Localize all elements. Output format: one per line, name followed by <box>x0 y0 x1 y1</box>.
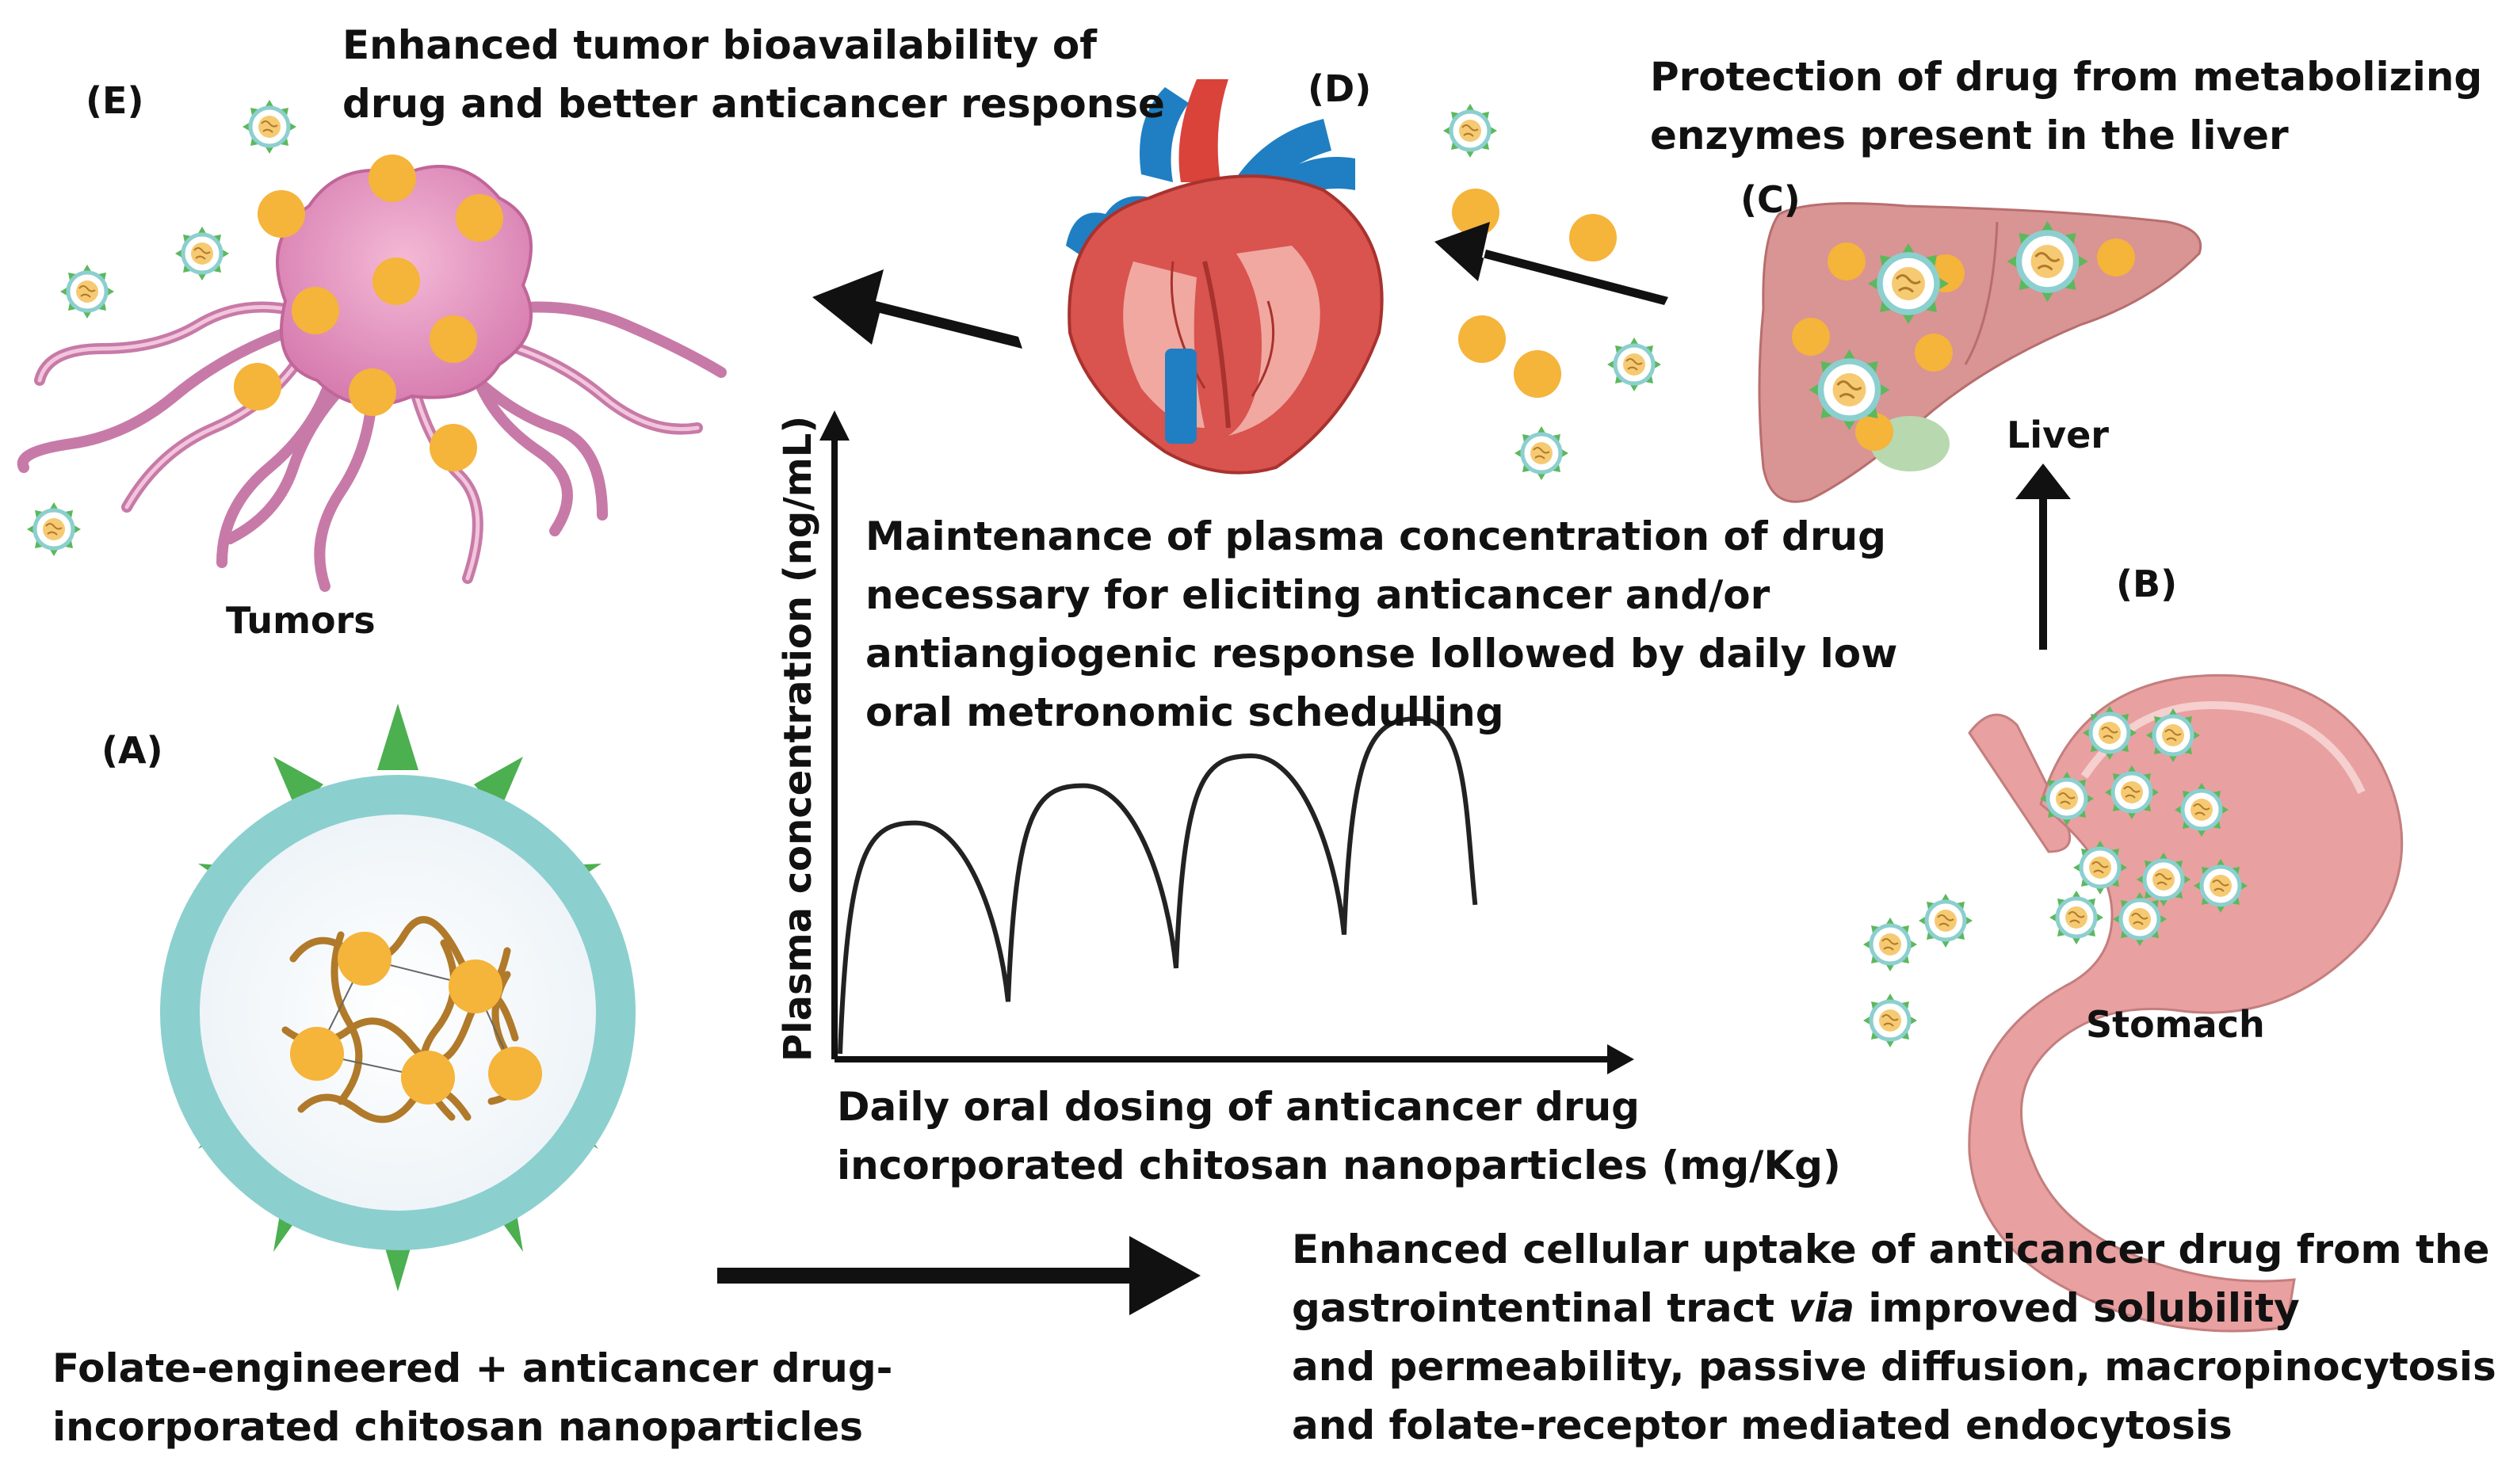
chart-y-axis-arrowhead <box>819 410 850 441</box>
plasma-concentration-chart <box>819 410 1634 1074</box>
uptake-line2-post: improved solubility <box>1854 1285 2300 1331</box>
tumor-nanoparticle <box>60 265 114 319</box>
liver-illustration <box>1758 202 2202 503</box>
chart-x-axis-label: Daily oral dosing of anticancer drug inc… <box>837 1078 1841 1195</box>
tumor-organ-label: Tumors <box>226 599 376 642</box>
plasma-note-line: oral metronomic schedulling <box>865 689 1504 735</box>
plasma-maintenance-note: Maintenance of plasma concentration of d… <box>865 507 1897 742</box>
chart-x-axis-arrowhead <box>1607 1044 1634 1074</box>
uptake-line2-via: via <box>1788 1285 1854 1331</box>
uptake-caption-line: and permeability, passive diffusion, mac… <box>1292 1344 2498 1390</box>
circulating-particles <box>1443 104 1661 480</box>
chart-x-axis-label-line: Daily oral dosing of anticancer drug <box>837 1084 1640 1130</box>
uptake-caption-line: gastrointentinal tract via improved solu… <box>1292 1279 2498 1337</box>
panel-e-label: (E) <box>86 79 144 122</box>
tumor-caption-line: Enhanced tumor bioavailability of <box>342 22 1098 68</box>
tumor-nanoparticle <box>175 227 229 280</box>
liver-caption: Protection of drug from metabolizing enz… <box>1650 48 2482 165</box>
flow-arrows <box>717 222 2071 1315</box>
liver-caption-line: Protection of drug from metabolizing <box>1650 54 2483 100</box>
stomach-illustration <box>1863 673 2404 1333</box>
tumor-caption-line: drug and better anticancer response <box>342 81 1165 127</box>
stomach-organ-label: Stomach <box>2086 1003 2265 1046</box>
liver-caption-line: enzymes present in the liver <box>1650 113 2289 158</box>
uptake-line2-pre: gastrointentinal tract <box>1292 1285 1789 1331</box>
folate-nanoparticle-illustration <box>160 704 636 1291</box>
chart-y-axis-label: Plasma concentration (ng/mL) <box>776 415 820 1062</box>
uptake-caption-line: Enhanced cellular uptake of anticancer d… <box>1292 1226 2490 1272</box>
tumor-illustration <box>17 100 727 592</box>
tumor-caption: Enhanced tumor bioavailability of drug a… <box>342 16 1165 133</box>
arrow-nanoparticle-to-uptake <box>717 1236 1201 1315</box>
heart-illustration <box>1066 79 1384 475</box>
arrow-stomach-to-liver <box>2015 464 2071 650</box>
uptake-caption: Enhanced cellular uptake of anticancer d… <box>1292 1220 2498 1455</box>
liver-organ-label: Liver <box>2007 414 2109 456</box>
nanoparticle-caption-line: incorporated chitosan nanoparticles <box>52 1404 864 1450</box>
chart-x-axis-label-line: incorporated chitosan nanoparticles (mg/… <box>837 1143 1841 1188</box>
uptake-caption-line: and folate-receptor mediated endocytosis <box>1292 1402 2233 1448</box>
plasma-note-line: Maintenance of plasma concentration of d… <box>865 513 1886 559</box>
tumor-drug-particles <box>234 155 503 471</box>
plasma-note-line: necessary for eliciting anticancer and/o… <box>865 572 1770 618</box>
panel-a-label: (A) <box>101 729 163 772</box>
tumor-nanoparticle <box>243 100 296 154</box>
arrow-heart-to-tumor <box>812 269 1022 349</box>
arrow-liver-to-heart <box>1434 222 1668 305</box>
plasma-concentration-curve <box>838 715 1478 1055</box>
nanoparticle-caption: Folate-engineered + anticancer drug- inc… <box>52 1339 892 1456</box>
panel-b-label: (B) <box>2116 563 2178 605</box>
drug-molecules <box>290 932 542 1104</box>
nanoparticle-caption-line: Folate-engineered + anticancer drug- <box>52 1345 893 1391</box>
plasma-note-line: antiangiogenic response lollowed by dail… <box>865 631 1898 677</box>
tumor-nanoparticle <box>27 502 81 556</box>
panel-c-label: (C) <box>1740 178 1801 221</box>
panel-d-label: (D) <box>1308 67 1372 110</box>
